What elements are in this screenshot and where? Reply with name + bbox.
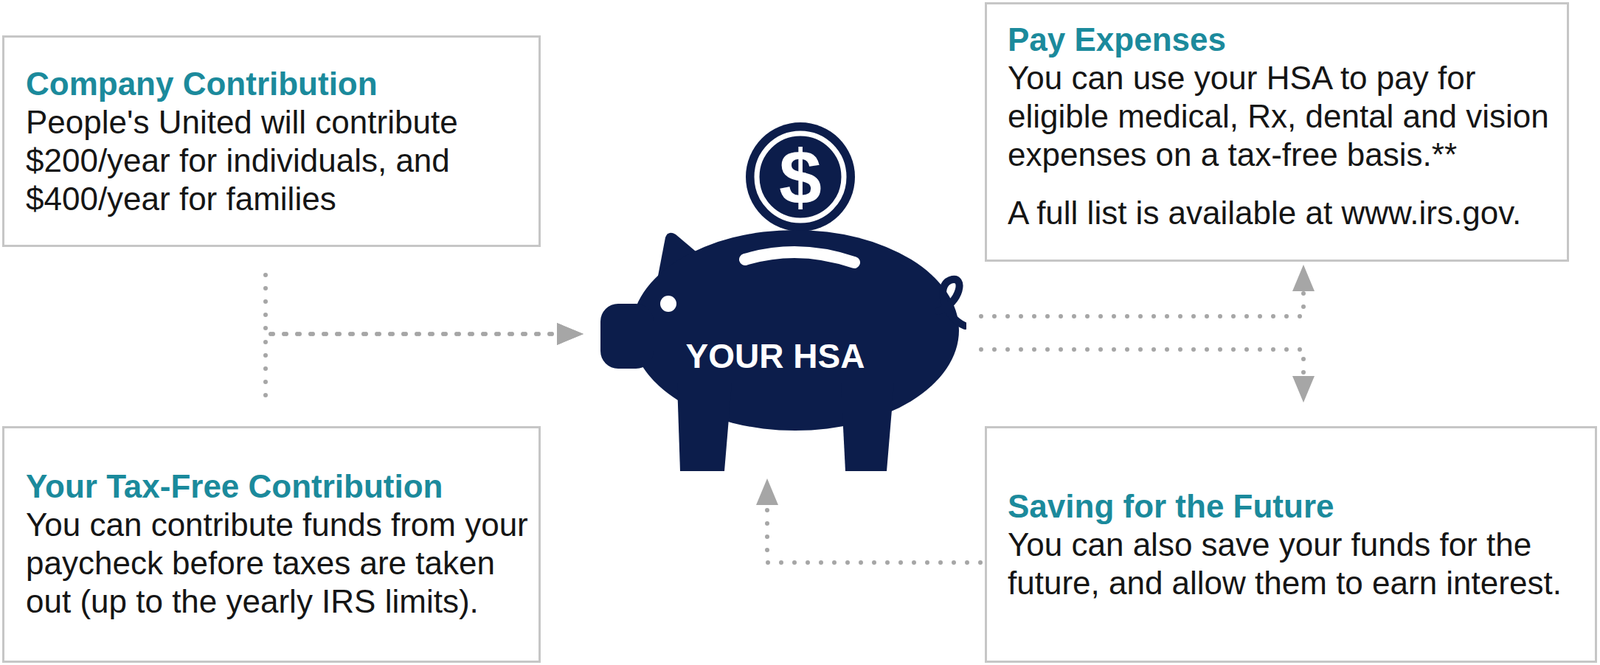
dotted-arrow [981,349,1315,403]
dotted-line [981,286,1304,317]
box-body: You can contribute funds from your paych… [25,506,536,622]
dotted-arrow [981,264,1315,317]
arrowhead [556,323,584,346]
box-body: A full list is available at www.irs.gov. [1007,194,1561,233]
dollar-sign: $ [756,129,845,225]
dotted-line [767,500,981,563]
arrowhead [1292,376,1315,403]
box-heading: Pay Expenses [1007,20,1561,60]
box-body: You can use your HSA to pay for eligible… [1007,59,1561,175]
box-heading: Saving for the Future [1007,487,1589,526]
info-box: Your Tax-Free ContributionYou can contri… [2,426,541,664]
label-holder: $ [756,129,845,225]
dotted-arrow [756,478,981,563]
arrowhead [556,323,584,346]
dotted-line [265,334,562,396]
dotted-line [981,349,1304,381]
dotted-arrow [265,323,584,396]
piggy-bank: YOUR HSA [597,221,967,472]
arrowhead [756,478,779,506]
arrowhead [1292,264,1315,292]
coin [745,122,855,232]
box-heading: Your Tax-Free Contribution [25,467,536,507]
info-box: Company ContributionPeople's United will… [2,35,541,248]
info-box: Pay ExpensesYou can use your HSA to pay … [984,2,1570,262]
box-body: People's United will contribute $200/yea… [25,103,536,219]
box-body: You can also save your funds for the fut… [1007,525,1589,603]
box-heading: Company Contribution [25,64,536,104]
dotted-line [265,275,562,335]
info-box: Saving for the FutureYou can also save y… [984,426,1598,664]
node-label: YOUR HSA [597,336,954,377]
